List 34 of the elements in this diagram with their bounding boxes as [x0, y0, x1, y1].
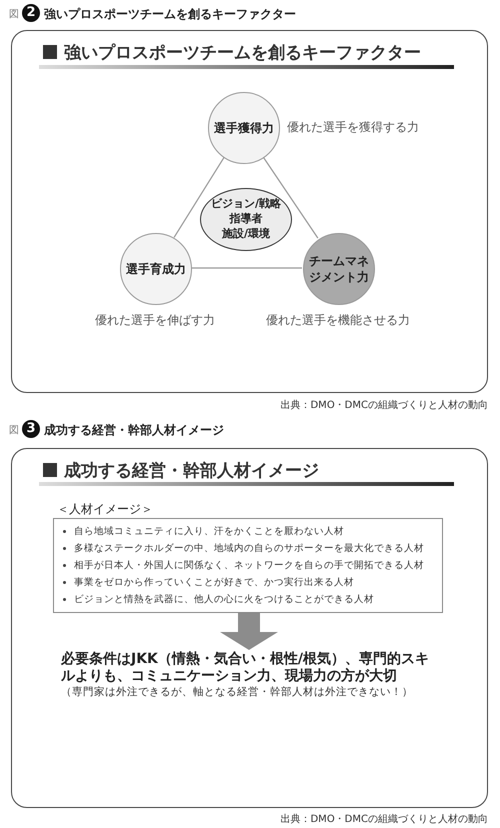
- bullet-item: 多様なステークホルダーの中、地域内の自らのサポーターを最大化できる人材: [74, 543, 424, 554]
- bullet-item: 自ら地域コミュニティに入り、汗をかくことを厭わない人材: [74, 526, 344, 537]
- number-badge: 3: [22, 420, 40, 438]
- core-ellipse: [200, 188, 292, 251]
- panel-frame: [11, 448, 488, 808]
- bullet-item: 相手が日本人・外国人に関係なく、ネットワークを自らの手で開拓できる人材: [74, 560, 424, 571]
- conclusion-text: 必要条件はJKK（情熱・気合い・根性/根気）、専門的スキルよりも、コミュニケーション力、現場力の方が大切: [61, 651, 430, 685]
- caption-text: 優れた選手を獲得する力: [287, 119, 419, 136]
- figure-heading: 強いプロスポーツチームを創るキーファクター: [44, 6, 296, 23]
- figure-prefix: 図: [9, 8, 19, 21]
- bullet-item: ビジョンと情熱を武器に、他人の心に火をつけることができる人材: [74, 594, 374, 605]
- caption-text: 優れた選手を機能させる力: [266, 312, 410, 329]
- block-arrow: [220, 612, 278, 650]
- factor-circle: 選手獲得力: [208, 92, 280, 164]
- source-note: 出典：DMO・DMCの組織づくりと人材の動向: [280, 812, 488, 826]
- number-badge: 2: [22, 4, 40, 22]
- connector-line: [262, 156, 318, 238]
- core-label: 指導者: [230, 212, 262, 227]
- factor-circle: 選手育成力: [120, 233, 192, 305]
- figure-prefix: 図: [9, 424, 19, 437]
- source-note: 出典：DMO・DMCの組織づくりと人材の動向: [280, 398, 488, 412]
- connector-line: [191, 267, 302, 269]
- note-text: （専門家は外注できるが、軸となる経営・幹部人材は外注できない！）: [61, 685, 414, 699]
- bullet-item: 事業をゼロから作っていくことが好きで、かつ実行出来る人材: [74, 577, 354, 588]
- factor-circle: チームマネジメント力: [303, 233, 375, 305]
- panel-frame: [11, 30, 488, 393]
- core-label: 施設/環境: [222, 226, 270, 242]
- panel-title: 強いプロスポーツチームを創るキーファクター: [64, 42, 421, 64]
- list-heading: ＜人材イメージ＞: [57, 501, 153, 518]
- core-label: ビジョン/戦略: [210, 197, 282, 212]
- figure-heading: 成功する経営・幹部人材イメージ: [44, 422, 224, 439]
- panel-title: 成功する経営・幹部人材イメージ: [64, 460, 319, 482]
- connector-line: [174, 157, 224, 238]
- caption-text: 優れた選手を伸ばす力: [95, 312, 215, 329]
